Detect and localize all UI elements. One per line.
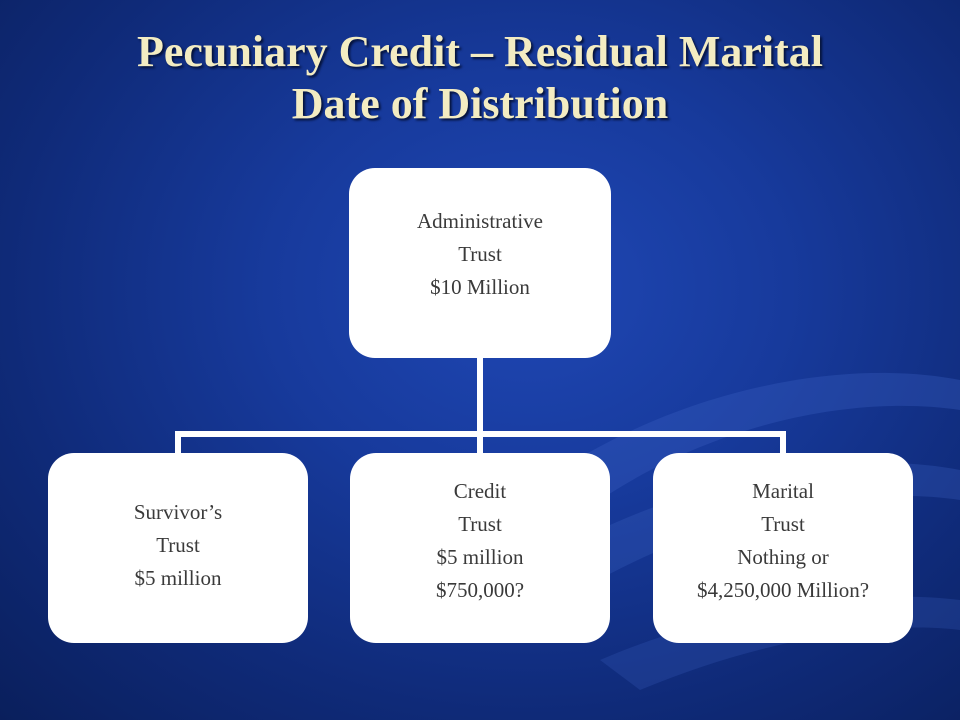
node-text-line: Trust (761, 512, 805, 536)
node-text-line: Nothing or (737, 545, 829, 569)
slide-title: Pecuniary Credit – Residual Marital Date… (0, 26, 960, 130)
node-text-line: Credit (453, 479, 507, 503)
node-marital-trust: Marital Trust Nothing or $4,250,000 Mill… (653, 453, 913, 643)
node-credit-trust: Credit Trust $5 million $750,000? (350, 453, 610, 643)
node-text-line: Survivor’s (133, 499, 223, 524)
node-text-line: Trust (458, 512, 502, 536)
connector-root-stem (477, 358, 483, 434)
connector-drop-middle (477, 431, 483, 454)
node-text-line: $5 million (436, 545, 524, 569)
node-text-line: Trust (458, 241, 502, 266)
connector-drop-right (780, 431, 786, 454)
node-text-line: Marital (752, 479, 814, 503)
node-text-line: $5 million (134, 565, 222, 590)
node-text-line: $4,250,000 Million? (696, 578, 870, 602)
connector-drop-left (175, 431, 181, 454)
node-administrative-trust: Administrative Trust $10 Million (349, 168, 611, 358)
title-line-2: Date of Distribution (291, 79, 669, 128)
node-text-line: Administrative (417, 208, 543, 233)
node-text-line: $750,000? (435, 578, 525, 602)
node-survivors-trust: Survivor’s Trust $5 million (48, 453, 308, 643)
node-text-line: $10 Million (430, 274, 530, 299)
node-text-line: Trust (156, 532, 200, 557)
title-line-1: Pecuniary Credit – Residual Marital (137, 27, 823, 76)
